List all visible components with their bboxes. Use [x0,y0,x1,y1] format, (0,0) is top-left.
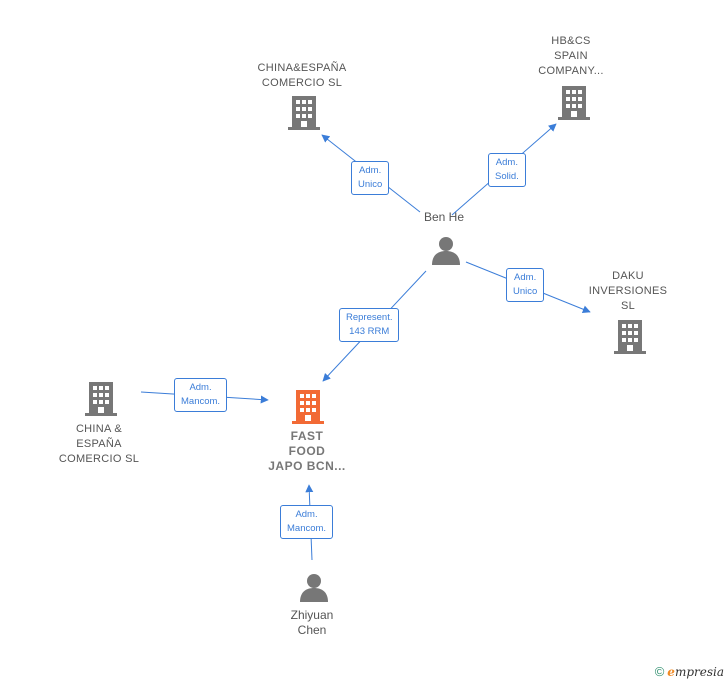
building-icon[interactable] [85,382,117,416]
edge-label-line: Mancom. [181,396,221,407]
label-line: COMERCIO SL [261,77,343,89]
brand-footer: ©empresia [655,664,724,679]
person-icon[interactable] [431,235,461,265]
label-line: JAPO BCN... [268,459,346,473]
building-icon[interactable] [614,320,646,354]
edge-label-zhiyuan-fastfood[interactable]: Adm. Mancom. [280,505,334,539]
label-line: FOOD [288,444,326,458]
edge-label-line: Adm. [189,382,212,393]
label-line: ESPAÑA [76,438,122,450]
brand-initial: e [667,665,675,679]
company-label-china-espana-top[interactable]: CHINA&ESPAÑA COMERCIO SL [242,61,362,91]
company-label-daku[interactable]: DAKU INVERSIONES SL [578,269,678,314]
edge-label-line: 143 RRM [349,326,390,337]
label-line: Zhiyuan [290,608,334,622]
copyright-icon: © [654,664,665,679]
building-icon[interactable] [558,86,590,120]
brand-name: mpresia [674,665,724,679]
label-line: DAKU [612,270,644,282]
edge-label-line: Solid. [495,171,519,182]
label-line: INVERSIONES [588,285,668,297]
focus-building-icon[interactable] [292,390,324,424]
edge-label-ben-china-top[interactable]: Adm. Unico [351,161,390,195]
edge-label-line: Adm. [514,272,537,283]
building-icon[interactable] [288,96,320,130]
edge-label-line: Mancom. [287,523,327,534]
label-line: CHINA & [75,423,123,435]
edge-label-ben-daku[interactable]: Adm. Unico [506,268,545,302]
label-line: SL [620,300,636,312]
label-line: Chen [297,623,327,637]
label-line: Ben He [423,210,465,224]
label-line: FAST [290,429,324,443]
edge-label-china-left-fastfood[interactable]: Adm. Mancom. [174,378,228,412]
label-line: COMPANY... [538,65,604,77]
person-label-zhiyuan-chen[interactable]: Zhiyuan Chen [272,608,352,638]
edge-label-ben-fastfood[interactable]: Represent. 143 RRM [339,308,400,342]
label-line: COMERCIO SL [58,453,140,465]
person-icon[interactable] [299,572,329,602]
edge-label-line: Unico [513,286,538,297]
edge-label-ben-hbcs[interactable]: Adm. Solid. [488,153,526,187]
person-label-ben-he[interactable]: Ben He [404,210,484,225]
edge-label-line: Adm. [359,165,382,176]
edge-label-line: Unico [358,179,383,190]
label-line: SPAIN [554,50,588,62]
label-line: HB&CS [551,35,591,47]
edge-label-line: Adm. [295,509,318,520]
company-label-hbcs[interactable]: HB&CS SPAIN COMPANY... [521,34,621,79]
label-line: CHINA&ESPAÑA [257,62,347,74]
focus-company-label-fast-food[interactable]: FAST FOOD JAPO BCN... [252,429,362,474]
edge-label-line: Adm. [495,157,518,168]
company-label-china-espana-left[interactable]: CHINA & ESPAÑA COMERCIO SL [44,422,154,467]
brand-logo: empresia [667,665,724,679]
edge-label-line: Represent. [346,312,393,323]
